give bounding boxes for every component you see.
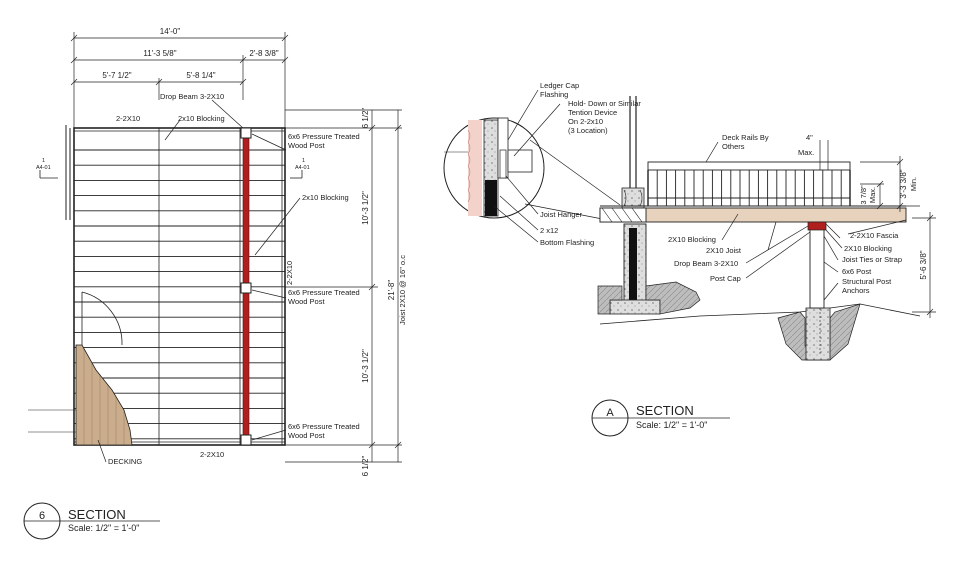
label-2x12: 2 x12: [540, 226, 558, 235]
soil-right: [777, 303, 861, 361]
label-joist-ties: Joist Ties or Strap: [842, 255, 902, 264]
label-rim-right: 2-2X10: [285, 261, 294, 285]
dim-span-a: 11'-3 5/8": [143, 49, 176, 58]
label-post-1b: Wood Post: [288, 141, 325, 150]
dim-rail-height: 3'-3 3/8": [899, 169, 908, 198]
label-post-cap: Post Cap: [710, 274, 741, 283]
dim-right-bottom: 6 1/2": [361, 456, 370, 477]
section-marker-right: [290, 170, 303, 179]
label-drop-beam-section: Drop Beam 3-2X10: [674, 259, 738, 268]
label-joist: 2X10 Joist: [706, 246, 742, 255]
plan-dimension-lines: [70, 32, 402, 463]
dim-378-max: Max.: [868, 187, 877, 203]
label-bottom-flashing: Bottom Flashing: [540, 238, 594, 247]
label-ledger-2: Flashing: [540, 90, 568, 99]
detail-bubble: [443, 117, 545, 219]
plan-title-scale: Scale: 1/2" = 1'-0": [68, 523, 139, 533]
post-marker: [240, 127, 252, 139]
dim-right-mid2: 10'-3 1/2": [361, 349, 370, 383]
label-ledger-1: Ledger Cap: [540, 81, 579, 90]
section-text: Ledger Cap Flashing Hold- Down or Simila…: [540, 81, 928, 295]
dim-sub-b: 5'-8 1/4": [186, 71, 215, 80]
label-blocking-right: 2X10 Blocking: [844, 244, 892, 253]
dim-right-mid1: 10'-3 1/2": [361, 191, 370, 225]
plan-title-name: SECTION: [68, 507, 126, 522]
label-blocking-mid: 2x10 Blocking: [302, 193, 349, 202]
dim-overall: 14'-0": [160, 27, 181, 36]
label-fascia: 2-2X10 Fascia: [850, 231, 899, 240]
label-hold-4: (3 Location): [568, 126, 608, 135]
section-marker-left: [39, 170, 58, 179]
plan-text: 14'-0" 11'-3 5/8" 2'-8 3/8" 5'-7 1/2" 5'…: [36, 27, 407, 476]
dim-span-b: 2'-8 3/8": [249, 49, 278, 58]
dim-sub-a: 5'-7 1/2": [102, 71, 131, 80]
post-marker: [240, 434, 252, 446]
label-blocking-top: 2x10 Blocking: [178, 114, 225, 123]
section-title-name: SECTION: [636, 403, 694, 418]
dim-rail-min: Min.: [909, 177, 918, 191]
label-post-2a: 6x6 Pressure Treated: [288, 288, 360, 297]
label-rim-top: 2-2X10: [116, 114, 140, 123]
label-post-3a: 6x6 Pressure Treated: [288, 422, 360, 431]
label-rails-2: Others: [722, 142, 745, 151]
label-hold-3: On 2-2x10: [568, 117, 603, 126]
section-leaders: [493, 89, 907, 301]
plan-title-number: 6: [39, 510, 45, 522]
label-max4-2: Max.: [798, 148, 814, 157]
label-post-3b: Wood Post: [288, 431, 325, 440]
label-rim-bottom: 2-2X10: [200, 450, 224, 459]
label-blocking-left: 2X10 Blocking: [668, 235, 716, 244]
pier-footing: [805, 307, 831, 361]
plan-leaders: [97, 99, 301, 463]
label-hold-2: Tention Device: [568, 108, 617, 117]
label-post-1a: 6x6 Pressure Treated: [288, 132, 360, 141]
label-joists: Joist 2X10 @ 16" o.c: [398, 255, 407, 325]
section-drawing: [443, 89, 936, 361]
decking-patch: [75, 344, 133, 446]
post-marker: [240, 282, 252, 294]
dim-height: 5'-6 3/8": [919, 250, 928, 279]
label-6x6-post: 6x6 Post: [842, 267, 872, 276]
dim-378: 3 7/8": [859, 185, 868, 205]
section-dimension-lines: [819, 140, 936, 318]
deck-railing: [647, 161, 851, 206]
label-hold-1: Hold- Down or Similar: [568, 99, 641, 108]
door-swing: [81, 291, 123, 346]
label-max4-1: 4": [806, 133, 813, 142]
label-decking: DECKING: [108, 457, 142, 466]
section-title-block: A SECTION Scale: 1/2" = 1'-0": [591, 399, 730, 437]
label-anchors-1: Structural Post: [842, 277, 892, 286]
label-post-2b: Wood Post: [288, 297, 325, 306]
label-drop-beam: Drop Beam 3-2X10: [160, 92, 224, 101]
label-anchors-2: Anchors: [842, 286, 870, 295]
section-post: [809, 227, 825, 309]
framing-plan: [28, 32, 402, 463]
label-joist-hanger: Joist Hanger: [540, 210, 583, 219]
marker-right-sheet: A4-01: [295, 165, 310, 171]
marker-left-sheet: A4-01: [36, 165, 51, 171]
label-rails-1: Deck Rails By: [722, 133, 769, 142]
dim-right-overall: 21'-8": [387, 280, 396, 301]
marker-left-num: 1: [42, 158, 45, 164]
marker-right-num: 1: [302, 158, 305, 164]
plan-title-block: 6 SECTION Scale: 1/2" = 1'-0": [23, 502, 160, 540]
section-title-letter: A: [606, 407, 614, 419]
section-drop-beam: [807, 221, 827, 231]
dim-right-top: 6 1/2": [361, 108, 370, 129]
section-title-scale: Scale: 1/2" = 1'-0": [636, 420, 707, 430]
soil-left: [597, 285, 623, 315]
